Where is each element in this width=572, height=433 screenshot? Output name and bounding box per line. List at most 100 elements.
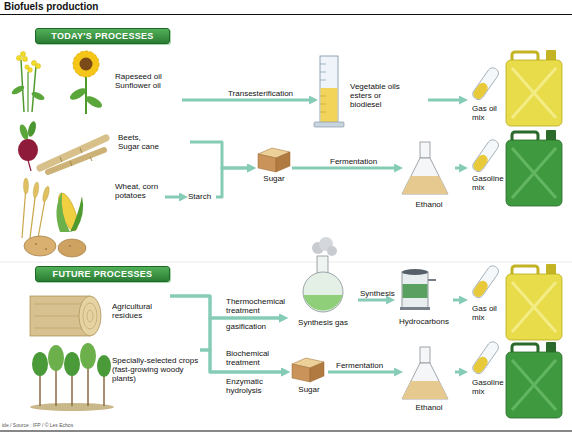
wheat-illustration — [22, 178, 50, 238]
tree-crops — [30, 343, 114, 411]
flow-arrow — [292, 167, 398, 170]
sugar-cube — [292, 358, 324, 382]
distillation-column — [400, 307, 430, 310]
jerrycan-green — [506, 342, 562, 418]
sunflower-illustration — [85, 74, 87, 114]
product-item: Ethanol — [403, 140, 455, 212]
node-label: Ethanol — [403, 403, 455, 412]
fuel-item: Gasoline mix — [468, 132, 568, 212]
hay-bale — [79, 296, 101, 336]
jerrycan-yellow — [506, 50, 562, 126]
tree-crops — [80, 343, 96, 369]
potato-illustration — [58, 239, 86, 257]
intermediate-item: Sugar — [256, 146, 292, 186]
graduated-cylinder — [320, 112, 326, 113]
test-tube — [471, 279, 489, 299]
test-tube — [471, 81, 489, 101]
rapeseed-illustration — [22, 56, 27, 61]
graduated-cylinder — [320, 72, 326, 73]
sunflower-illustration — [80, 58, 93, 71]
node-label: Beets, Sugar cane — [118, 133, 162, 151]
round-flask — [304, 295, 343, 311]
ethanol-flask — [402, 347, 448, 399]
node-label: FUTURE PROCESSES — [36, 269, 169, 279]
edge-label: Synthesis — [360, 289, 400, 298]
fuel-item: Gasoline mix — [468, 342, 568, 422]
distillation-column — [402, 272, 428, 308]
ethanol-flask — [402, 158, 448, 194]
process-note: Enzymatic hydrolysis — [226, 377, 276, 395]
jerrycan-green — [506, 140, 562, 206]
rapeseed-illustration — [35, 63, 40, 68]
jerrycan-green — [512, 148, 556, 198]
jerrycan-yellow — [512, 68, 556, 118]
rapeseed-illustration — [32, 66, 36, 112]
graduated-cylinder — [320, 104, 326, 105]
ethanol-flask — [402, 176, 448, 194]
node-label: Ethanol — [403, 200, 455, 209]
node-label: TODAY'S PROCESSES — [36, 31, 169, 41]
product-item: Ethanol — [403, 345, 455, 415]
edge-label: Thermochemical treatment — [226, 297, 290, 315]
graduated-cylinder — [314, 56, 344, 127]
process-note: gasification — [226, 322, 290, 331]
rapeseed-illustration — [20, 51, 25, 56]
sunflower-illustration — [68, 86, 88, 102]
jerrycan-green — [506, 130, 562, 206]
test-tube — [471, 138, 501, 174]
beet-illustration — [27, 120, 38, 137]
flow-arrow — [455, 167, 463, 170]
jerrycan-yellow — [512, 282, 556, 332]
sunflower-illustration — [73, 51, 99, 77]
test-tube — [471, 153, 489, 173]
rapeseed-illustration — [10, 84, 25, 96]
ethanol-flask — [402, 142, 448, 194]
ethanol-flask — [420, 347, 430, 363]
distillation-column — [402, 269, 428, 275]
beet-illustration — [18, 139, 38, 161]
node-label: Sugar — [290, 385, 328, 394]
sugar-cube — [276, 152, 290, 172]
sugar-cube — [258, 154, 276, 172]
wheat-illustration — [32, 182, 39, 199]
sugar-cane-illustration — [40, 138, 106, 172]
distillation-column — [428, 279, 436, 281]
node-label: Hydrocarbons — [395, 317, 453, 326]
node-label: Vegetable oils esters or biodiesel — [350, 82, 410, 110]
process-banner: FUTURE PROCESSES — [35, 266, 170, 282]
potato-illustration — [69, 245, 71, 247]
sugar-cube — [292, 364, 310, 382]
tree-crops — [32, 352, 48, 376]
graduated-cylinder — [320, 96, 326, 97]
round-flask — [327, 246, 337, 256]
rule-line — [0, 262, 572, 263]
feedstock-item: Rapeseed oil Sunflower oil — [10, 50, 182, 116]
node-label: Rapeseed oil Sunflower oil — [115, 72, 171, 90]
feedstock-item: Agricultural residues — [10, 288, 170, 343]
edge-label: Fermentation — [330, 157, 400, 166]
test-tube — [471, 340, 501, 376]
potato-illustration — [24, 236, 86, 257]
graduated-cylinder — [314, 122, 344, 127]
potato-illustration — [24, 236, 56, 256]
node-label: Starch — [188, 192, 216, 201]
hay-bale — [87, 310, 93, 322]
product-item: Vegetable oils esters or biodiesel — [318, 52, 428, 128]
potato-illustration — [35, 243, 37, 245]
intermediate-item: Synthesis gas — [288, 238, 358, 333]
fuel-item: Gas oil mix — [468, 52, 568, 130]
flow-arrow — [216, 168, 251, 197]
edge-label: Biochemical treatment — [226, 349, 276, 367]
node-label: Wheat, corn potatoes — [115, 182, 165, 200]
jerrycan-yellow — [512, 282, 556, 332]
node-label: Sugar — [256, 174, 292, 183]
test-tube — [471, 355, 489, 375]
jerrycan-yellow — [506, 264, 562, 340]
jerrycan-yellow — [506, 60, 562, 126]
potato-illustration — [45, 248, 47, 250]
jerrycan-yellow — [506, 274, 562, 340]
node-label: Agricultural residues — [112, 302, 166, 320]
sugar-cube — [258, 148, 290, 172]
flow-arrow — [455, 371, 463, 374]
